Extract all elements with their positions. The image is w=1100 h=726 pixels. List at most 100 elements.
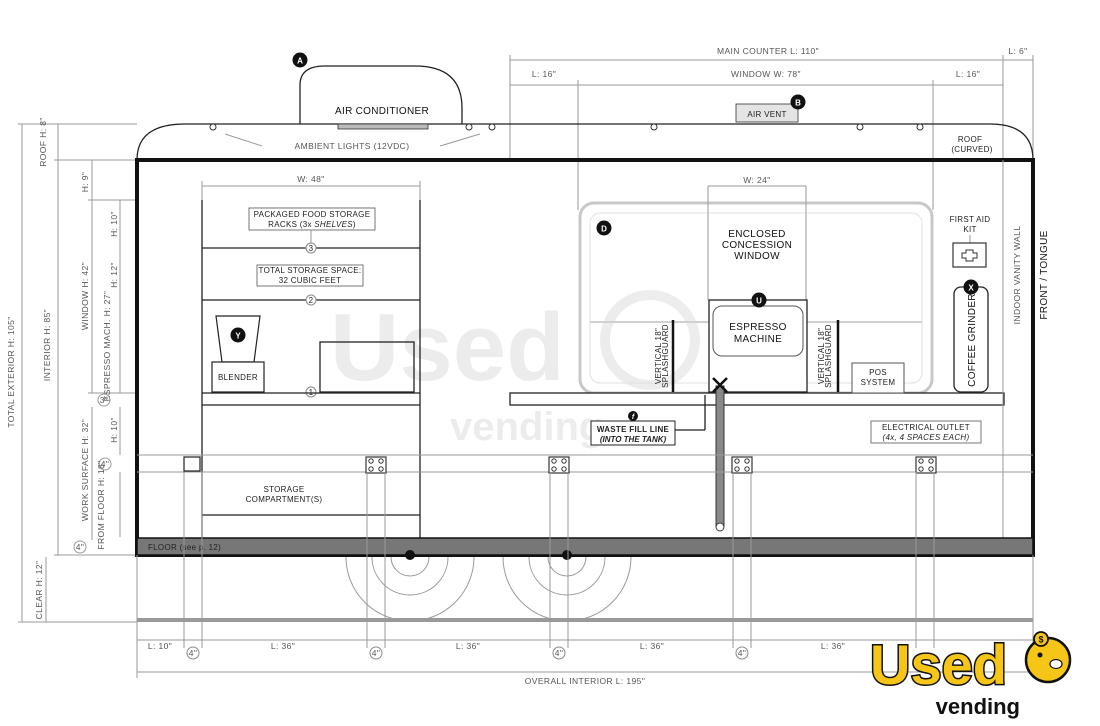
marker-d: D bbox=[601, 225, 607, 234]
blender: BLENDER bbox=[211, 315, 265, 393]
outlets bbox=[365, 456, 937, 474]
electrical-label-1: ELECTRICAL OUTLET bbox=[882, 423, 970, 432]
coin-icon bbox=[1033, 631, 1049, 647]
h10b-dim: H: 10" bbox=[109, 417, 119, 443]
markers: A B D U X Y f bbox=[230, 52, 979, 421]
marker-f: f bbox=[632, 414, 635, 421]
air-vent bbox=[735, 103, 799, 123]
light-icon bbox=[856, 123, 864, 131]
storage-label-1: STORAGE bbox=[263, 485, 304, 494]
bottom-dim-label: L: 10" bbox=[148, 641, 172, 651]
enclosed-label-2: CONCESSION bbox=[722, 240, 792, 251]
espresso-label-2: MACHINE bbox=[734, 334, 782, 345]
dim-marker bbox=[186, 646, 200, 660]
bottom-dim-label: L: 36" bbox=[640, 641, 664, 651]
h9-dim: H: 9" bbox=[80, 172, 90, 193]
h12-dim: H: 12" bbox=[109, 262, 119, 288]
enclosed-label-3: WINDOW bbox=[734, 251, 780, 262]
waste-label-1: WASTE FILL LINE bbox=[597, 425, 670, 434]
shelf-3-marker: 3 bbox=[309, 244, 314, 253]
pig-icon bbox=[1024, 636, 1072, 684]
storage-box bbox=[319, 341, 415, 393]
used-vending-logo: Used $ vending bbox=[869, 631, 1072, 719]
watermark: Used vending bbox=[330, 290, 700, 449]
roof-height-dim: ROOF H: 8" bbox=[38, 117, 48, 167]
pos-system bbox=[851, 362, 905, 394]
air-conditioner-label: AIR CONDITIONER bbox=[335, 106, 429, 117]
air-vent-label: AIR VENT bbox=[747, 110, 786, 119]
roof-sub-label: (CURVED) bbox=[951, 145, 992, 154]
watermark-pig-icon bbox=[600, 290, 700, 390]
interior-height-dim: INTERIOR H: 85" bbox=[42, 309, 52, 381]
bottom-dim-label: L: 36" bbox=[271, 641, 295, 651]
overall-interior-dim: OVERALL INTERIOR L: 195" bbox=[525, 676, 645, 686]
outlet-box bbox=[183, 456, 201, 472]
splash-left-2: SPLASHGUARD bbox=[661, 324, 670, 388]
l16-left-dim: L: 16" bbox=[532, 69, 556, 79]
top-dimensions: MAIN COUNTER L: 110" L: 6" L: 16" WINDOW… bbox=[509, 46, 1034, 210]
electrical-outlet-icon bbox=[365, 456, 387, 474]
main-counter bbox=[509, 392, 1005, 406]
front-tongue-label: FRONT / TONGUE bbox=[1039, 230, 1050, 319]
electrical-outlet-icon bbox=[915, 456, 937, 474]
light-icon bbox=[650, 123, 658, 131]
w48-dim: W: 48" bbox=[297, 174, 324, 184]
light-icon bbox=[488, 123, 496, 131]
electrical-outlet-icon bbox=[731, 456, 753, 474]
left-dimensions: TOTAL EXTERIOR H: 105" ROOF H: 8" INTERI… bbox=[6, 117, 137, 623]
logo-used: Used bbox=[870, 633, 1007, 696]
watermark-vending: vending bbox=[450, 405, 603, 449]
marker-a: A bbox=[297, 57, 303, 66]
light-icon bbox=[916, 123, 924, 131]
four-inch-dim-a: 4" bbox=[101, 459, 110, 469]
first-aid-kit bbox=[952, 242, 987, 268]
h10a-dim: H: 10" bbox=[109, 211, 119, 237]
dim-marker bbox=[552, 646, 566, 660]
main-counter-dim: MAIN COUNTER L: 110" bbox=[717, 46, 819, 56]
floor bbox=[136, 537, 1034, 556]
packaged-food-shelf-count: RACKS (3x bbox=[268, 220, 314, 229]
dim-marker bbox=[735, 646, 749, 660]
four-inch-dim-b: 4" bbox=[76, 542, 85, 552]
light-icon bbox=[209, 123, 217, 131]
first-aid-label-1: FIRST AID bbox=[950, 215, 991, 224]
electrical-label-2: (4x, 4 SPACES EACH) bbox=[883, 433, 970, 442]
pos-label-1: POS bbox=[869, 368, 887, 377]
marker-x: X bbox=[968, 284, 974, 293]
coffee-grinder-label: COFFEE GRINDER bbox=[967, 293, 978, 387]
bottom-dim-label: 4" bbox=[738, 648, 747, 658]
w24-dim: W: 24" bbox=[743, 175, 770, 185]
roof-label: ROOF bbox=[958, 135, 982, 144]
window-width-dim: WINDOW W: 78" bbox=[731, 69, 801, 79]
espresso-height-dim: ESPRESSO MACH. H: 27" bbox=[102, 291, 112, 402]
blender-label: BLENDER bbox=[218, 373, 258, 382]
first-aid-cross-icon bbox=[961, 249, 978, 262]
indoor-vanity-label: INDOOR VANITY WALL bbox=[1012, 226, 1022, 325]
packaged-food-label-2: RACKS (3x SHELVES) bbox=[268, 220, 356, 229]
enclosed-label-1: ENCLOSED bbox=[728, 229, 785, 240]
shelf-2-marker: 2 bbox=[309, 296, 314, 305]
l16-right-dim: L: 16" bbox=[956, 69, 980, 79]
roof: AIR CONDITIONER AIR VENT AMBIENT LIGHTS … bbox=[136, 65, 1034, 161]
bottom-dim-label: 4" bbox=[555, 648, 564, 658]
electrical-outlet-icon bbox=[548, 456, 570, 474]
watermark-used: Used bbox=[330, 294, 565, 401]
splash-right-2: SPLASHGUARD bbox=[824, 324, 833, 388]
from-floor-dim: FROM FLOOR H: 18" bbox=[96, 460, 106, 549]
packaged-food-label-1: PACKAGED FOOD STORAGE bbox=[254, 210, 371, 219]
frame-verticals bbox=[183, 472, 935, 648]
marker-y: Y bbox=[235, 332, 241, 341]
bottom-dim-label: L: 36" bbox=[821, 641, 845, 651]
storage-column: W: 48" PACKAGED FOOD STORAGE RACKS (3x S… bbox=[201, 174, 421, 540]
pos-label-2: SYSTEM bbox=[861, 378, 896, 387]
total-exterior-dim: TOTAL EXTERIOR H: 105" bbox=[6, 316, 16, 427]
svg-text:$: $ bbox=[1038, 635, 1043, 645]
three-inch-dim: 3" bbox=[100, 395, 109, 405]
packaged-food-shelves: SHELVES bbox=[314, 220, 353, 229]
bottom-dim-label: L: 36" bbox=[456, 641, 480, 651]
clear-height-dim: CLEAR H: 12" bbox=[34, 561, 44, 620]
total-storage-label-1: TOTAL STORAGE SPACE: bbox=[259, 266, 362, 275]
first-aid-label-2: KIT bbox=[963, 225, 976, 234]
waste-fill-line: WASTE FILL LINE (INTO THE TANK) bbox=[590, 377, 728, 532]
